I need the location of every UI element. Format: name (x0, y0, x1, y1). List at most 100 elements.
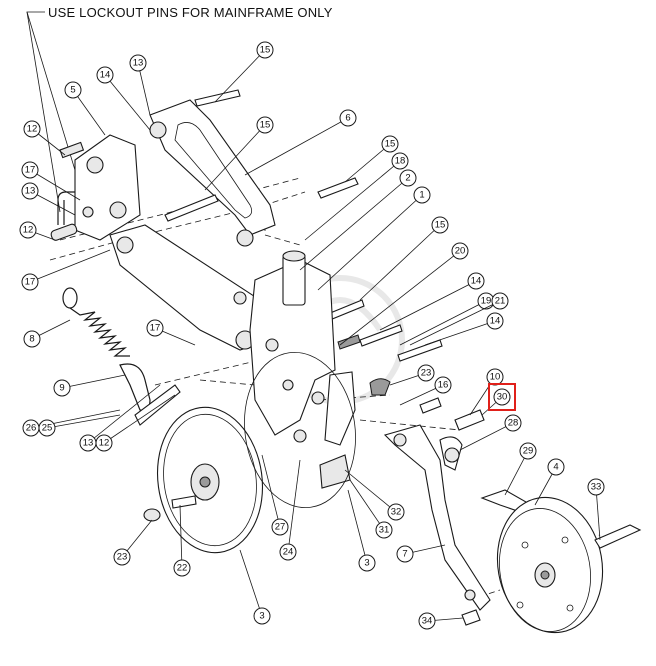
callout-label: 20 (455, 246, 466, 257)
callout-15: 15 (256, 116, 274, 134)
callout-leader-22 (179, 504, 183, 569)
callout-15: 15 (256, 41, 274, 59)
callout-19: 19 (477, 292, 495, 310)
callout-31: 31 (375, 521, 393, 539)
callout-label: 17 (25, 277, 36, 288)
callout-label: 25 (42, 423, 53, 434)
callout-12: 12 (23, 120, 41, 138)
callout-leader-17 (29, 249, 111, 283)
callout-25: 25 (38, 419, 56, 437)
callout-label: 21 (495, 296, 506, 307)
callout-21: 21 (491, 292, 509, 310)
callout-label: 15 (260, 120, 271, 131)
callout-8: 8 (23, 330, 41, 348)
callout-label: 12 (23, 225, 34, 236)
callout-leader-13 (137, 62, 151, 116)
callout-label: 12 (99, 438, 110, 449)
callout-7: 7 (396, 545, 414, 563)
callout-leader-6 (244, 117, 349, 176)
callout-label: 6 (345, 113, 350, 124)
spring (62, 287, 130, 357)
callout-label: 9 (59, 383, 64, 394)
lockout-note: USE LOCKOUT PINS FOR MAINFRAME ONLY (48, 5, 333, 20)
callout-leader-17 (29, 169, 81, 201)
callout-leader-5 (72, 89, 106, 136)
callout-27: 27 (271, 518, 289, 536)
lower-arm (109, 224, 271, 351)
bolts (164, 89, 443, 362)
opener-disc-right (244, 351, 356, 509)
callout-leader-21 (409, 300, 501, 346)
callout-28: 28 (504, 414, 522, 432)
callout-23: 23 (417, 364, 435, 382)
wheel-bolt (461, 524, 642, 626)
callout-label: 31 (379, 525, 390, 536)
callout-leader-20 (339, 250, 461, 346)
callout-14: 14 (467, 272, 485, 290)
callout-32: 32 (387, 503, 405, 521)
callout-9: 9 (53, 379, 71, 397)
callout-3: 3 (358, 554, 376, 572)
callout-leader-15 (359, 224, 441, 301)
gauge-wheel (496, 496, 604, 634)
callout-18: 18 (391, 152, 409, 170)
callout-label: 30 (497, 392, 508, 403)
callout-14: 14 (486, 312, 504, 330)
callout-label: 34 (422, 616, 433, 627)
callout-leader-24 (287, 459, 301, 553)
hub-parts (143, 495, 197, 522)
callout-leader-25 (46, 414, 121, 429)
callout-leader-18 (304, 160, 401, 241)
highlight-box-30 (488, 383, 516, 411)
callout-label: 14 (471, 276, 482, 287)
callout-3: 3 (253, 607, 271, 625)
note-leader-lines (26, 11, 79, 213)
callout-label: 33 (591, 482, 602, 493)
callout-label: 24 (283, 547, 294, 558)
callout-label: 17 (25, 165, 36, 176)
callout-1: 1 (413, 186, 431, 204)
callout-30: 30 (493, 388, 511, 406)
callout-leader-15 (204, 124, 266, 191)
callout-23: 23 (113, 548, 131, 566)
callout-label: 29 (523, 446, 534, 457)
callout-label: 10 (490, 372, 501, 383)
callout-26: 26 (22, 419, 40, 437)
spring-link (119, 363, 181, 426)
callout-label: 15 (260, 45, 271, 56)
callout-label: 3 (364, 558, 369, 569)
callout-leader-3 (347, 489, 368, 564)
upper-bracket (50, 134, 141, 241)
callout-leader-15 (214, 49, 266, 103)
callout-24: 24 (279, 543, 297, 561)
callout-leader-13 (87, 384, 161, 444)
callout-leader-9 (61, 374, 126, 389)
callout-label: 13 (133, 58, 144, 69)
callout-label: 28 (508, 418, 519, 429)
callout-22: 22 (173, 559, 191, 577)
callout-label: 18 (395, 156, 406, 167)
callout-leader-12 (103, 394, 176, 444)
callout-leader-14 (104, 74, 151, 131)
callout-20: 20 (451, 242, 469, 260)
callout-leader-31 (349, 479, 385, 531)
callout-label: 13 (83, 438, 94, 449)
opener-disc-left (156, 406, 264, 554)
adjustment-parts (369, 378, 485, 471)
callout-leader-15 (344, 143, 391, 183)
main-frame (249, 250, 336, 443)
callout-14: 14 (96, 66, 114, 84)
callout-15: 15 (381, 135, 399, 153)
callout-label: 23 (117, 552, 128, 563)
callout-label: 26 (26, 423, 37, 434)
callout-33: 33 (587, 478, 605, 496)
upper-arm (149, 99, 276, 247)
callout-2: 2 (399, 169, 417, 187)
callout-12: 12 (95, 434, 113, 452)
callout-leader-28 (459, 422, 514, 451)
callout-15: 15 (431, 216, 449, 234)
callout-leader-3 (239, 549, 263, 617)
callout-label: 2 (405, 173, 410, 184)
